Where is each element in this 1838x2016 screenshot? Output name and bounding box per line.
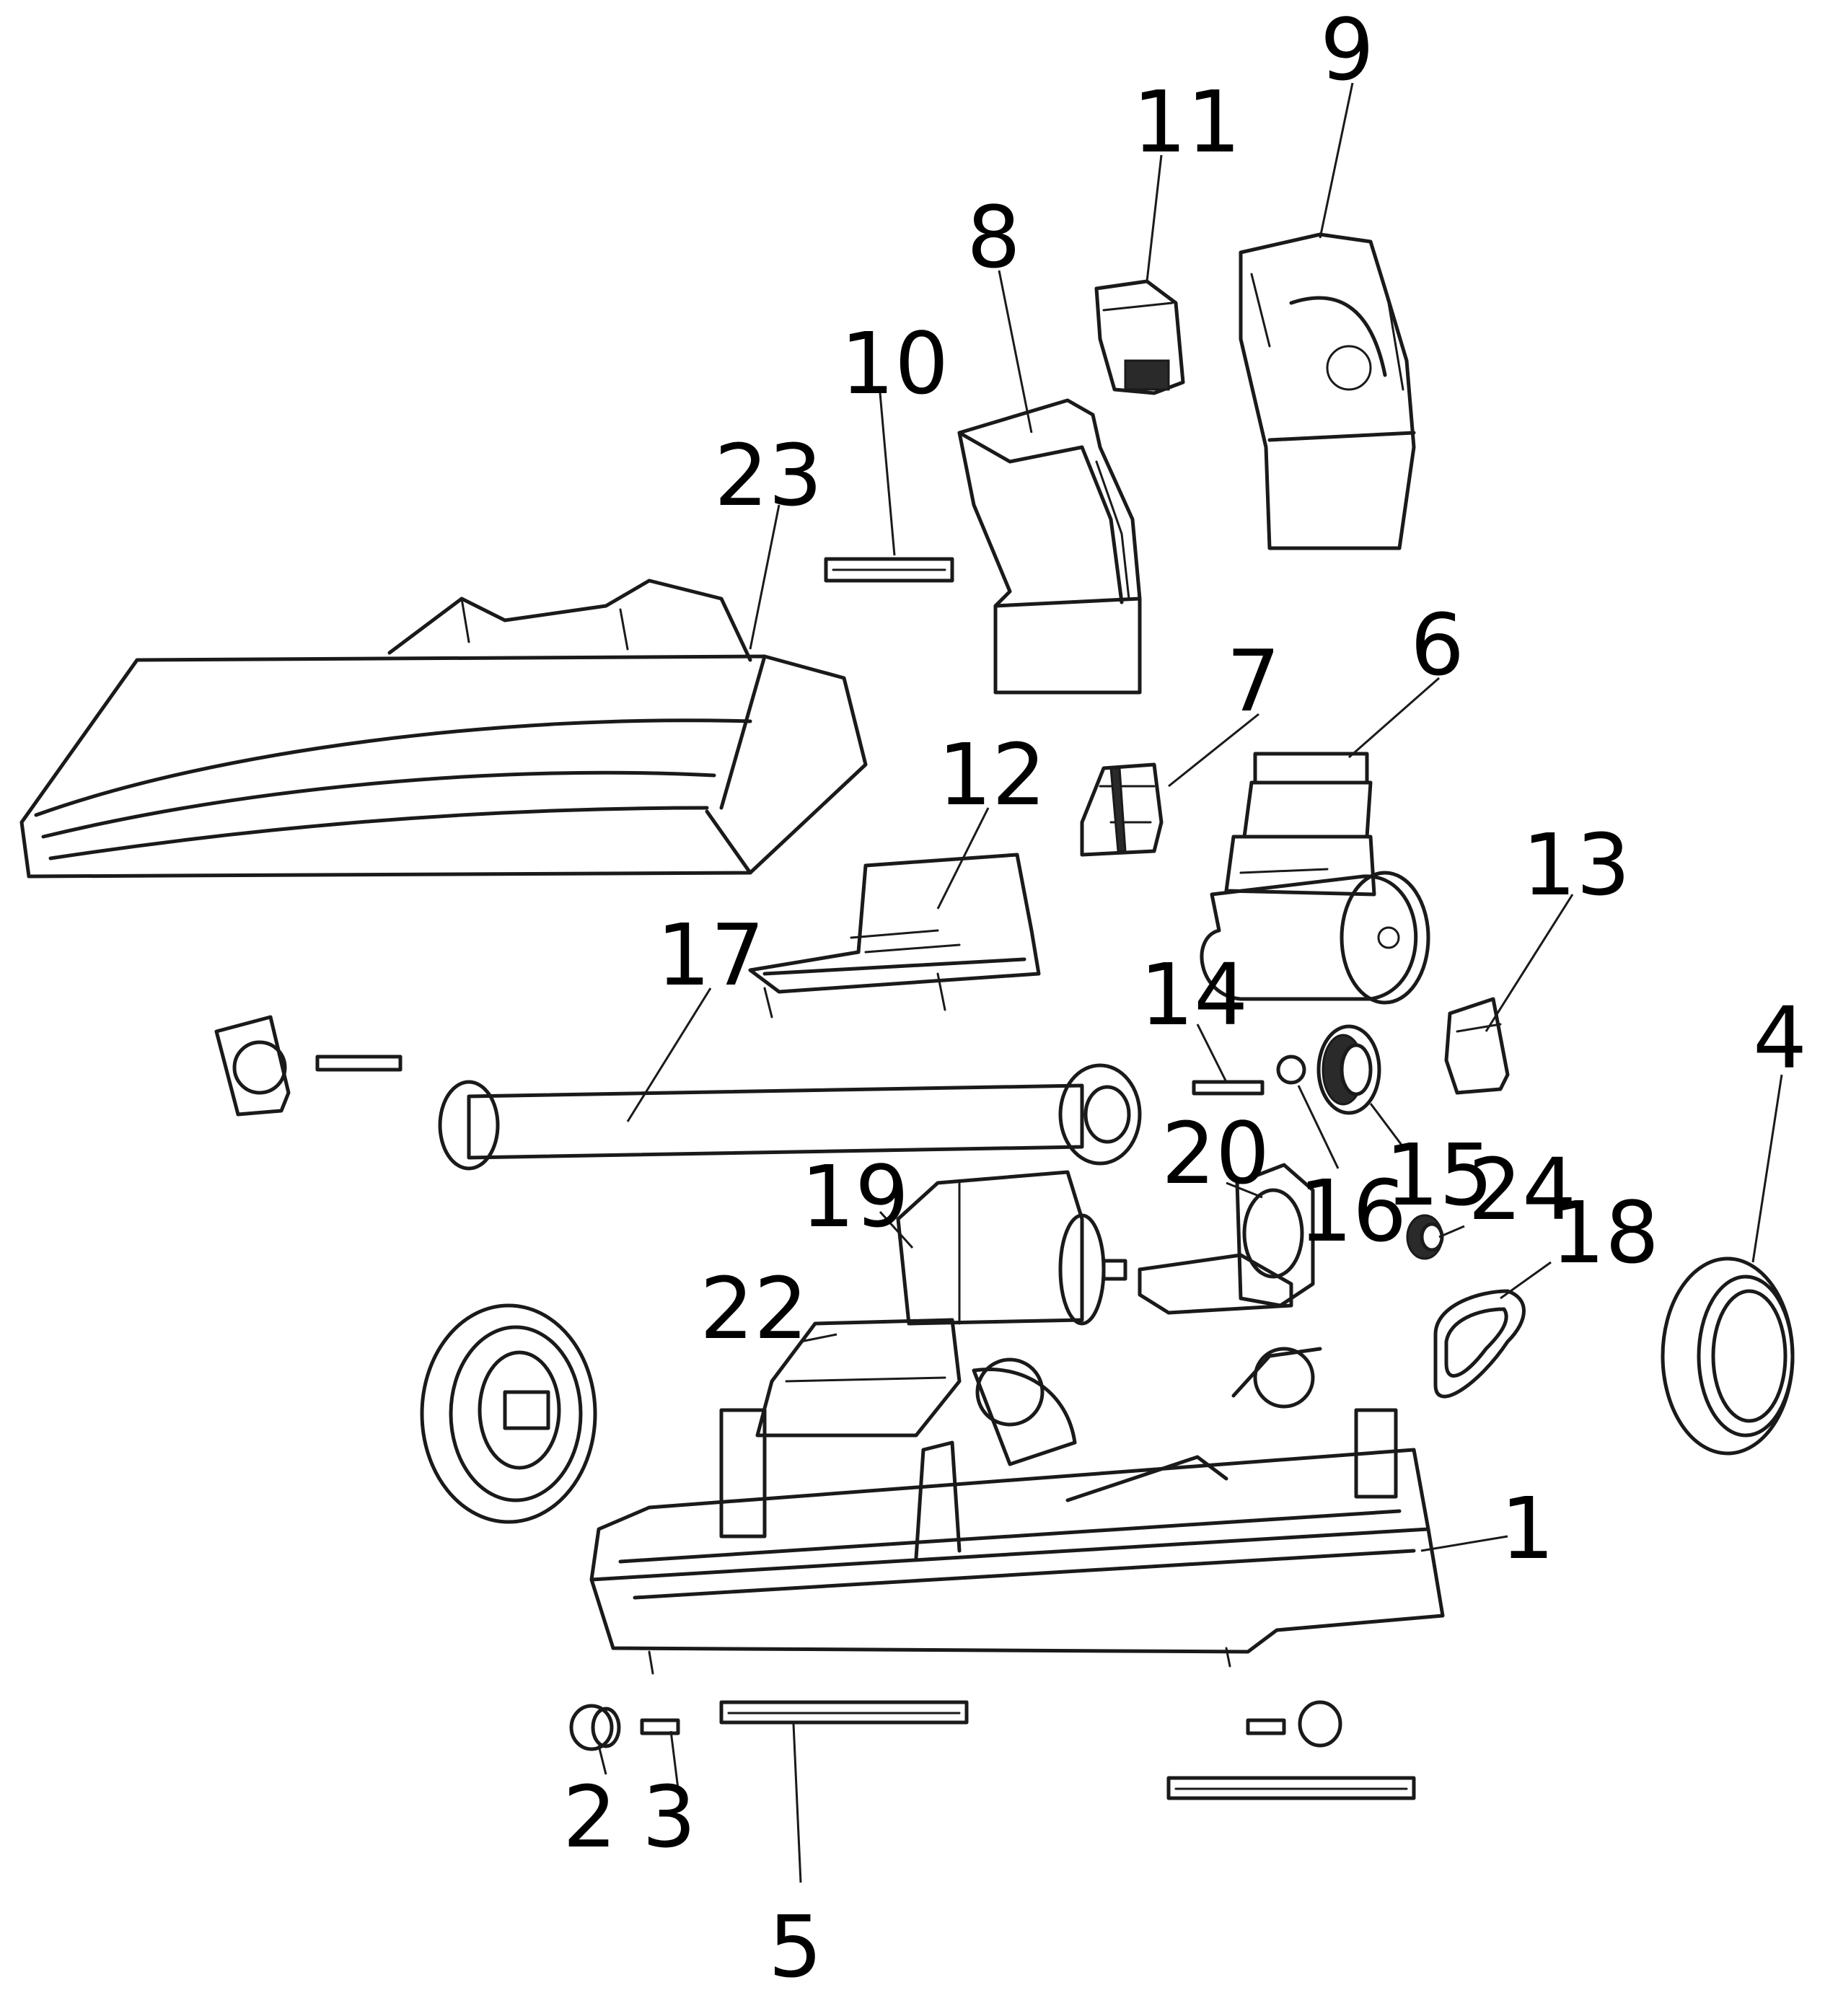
callout-17: 17 [656, 905, 765, 1005]
part-9-handle-upper [1239, 232, 1416, 550]
callout-23: 23 [714, 426, 822, 525]
callout-13: 13 [1522, 815, 1630, 915]
part-6-motor-housing [1200, 752, 1430, 1005]
part-10-bar [824, 557, 954, 583]
part-wheel-left [420, 1303, 597, 1524]
part-3-pin [640, 1718, 680, 1735]
part-hood-cover [19, 578, 868, 879]
callout-24: 24 [1468, 1140, 1576, 1239]
callout-16: 16 [1298, 1161, 1407, 1261]
leader-lines [597, 82, 1783, 1883]
part-8-handle-lower [957, 398, 1142, 695]
callout-12: 12 [938, 725, 1046, 824]
part-18-belt [1433, 1289, 1526, 1399]
part-left-end-cap [214, 1015, 403, 1117]
part-22-cover-plate [755, 1318, 962, 1438]
callout-14: 14 [1140, 945, 1248, 1044]
callout-3: 3 [642, 1767, 696, 1867]
part-15-pulley [1316, 1024, 1381, 1115]
part-19-drive-motor [896, 1170, 1127, 1326]
callout-2: 2 [563, 1767, 617, 1867]
callout-5: 5 [768, 1897, 822, 1997]
callout-19: 19 [801, 1147, 909, 1246]
part-13-small-plate [1444, 997, 1510, 1095]
callout-9: 9 [1320, 0, 1374, 100]
part-17-brush-roll [438, 1063, 1142, 1171]
callout-10: 10 [840, 314, 949, 413]
part-20-drive-bracket [1138, 1163, 1315, 1315]
callout-20: 20 [1161, 1104, 1270, 1203]
callout-7: 7 [1226, 631, 1280, 731]
part-14-pin [1192, 1080, 1265, 1096]
part-12-plate [748, 853, 1041, 1018]
part-right-fittings [1166, 1700, 1416, 1800]
callout-22: 22 [700, 1259, 808, 1358]
part-5-strip [719, 1700, 969, 1725]
part-24-gear [1406, 1214, 1444, 1260]
callout-labels: 23 10 8 11 9 7 6 12 13 17 14 4 16 15 20 … [563, 0, 1807, 1997]
callout-8: 8 [967, 188, 1021, 287]
part-7-bracket [1080, 762, 1164, 857]
callout-15: 15 [1385, 1125, 1493, 1225]
callout-1: 1 [1500, 1479, 1555, 1578]
part-16-knob [1276, 1055, 1306, 1085]
part-4-wheel-right [1661, 1256, 1795, 1456]
part-2-cap [569, 1704, 621, 1751]
part-1-base [589, 1347, 1445, 1675]
callout-4: 4 [1753, 988, 1807, 1088]
part-11-insert [1094, 279, 1185, 395]
callout-6: 6 [1410, 595, 1464, 695]
callout-18: 18 [1551, 1183, 1659, 1282]
callout-11: 11 [1133, 72, 1241, 172]
